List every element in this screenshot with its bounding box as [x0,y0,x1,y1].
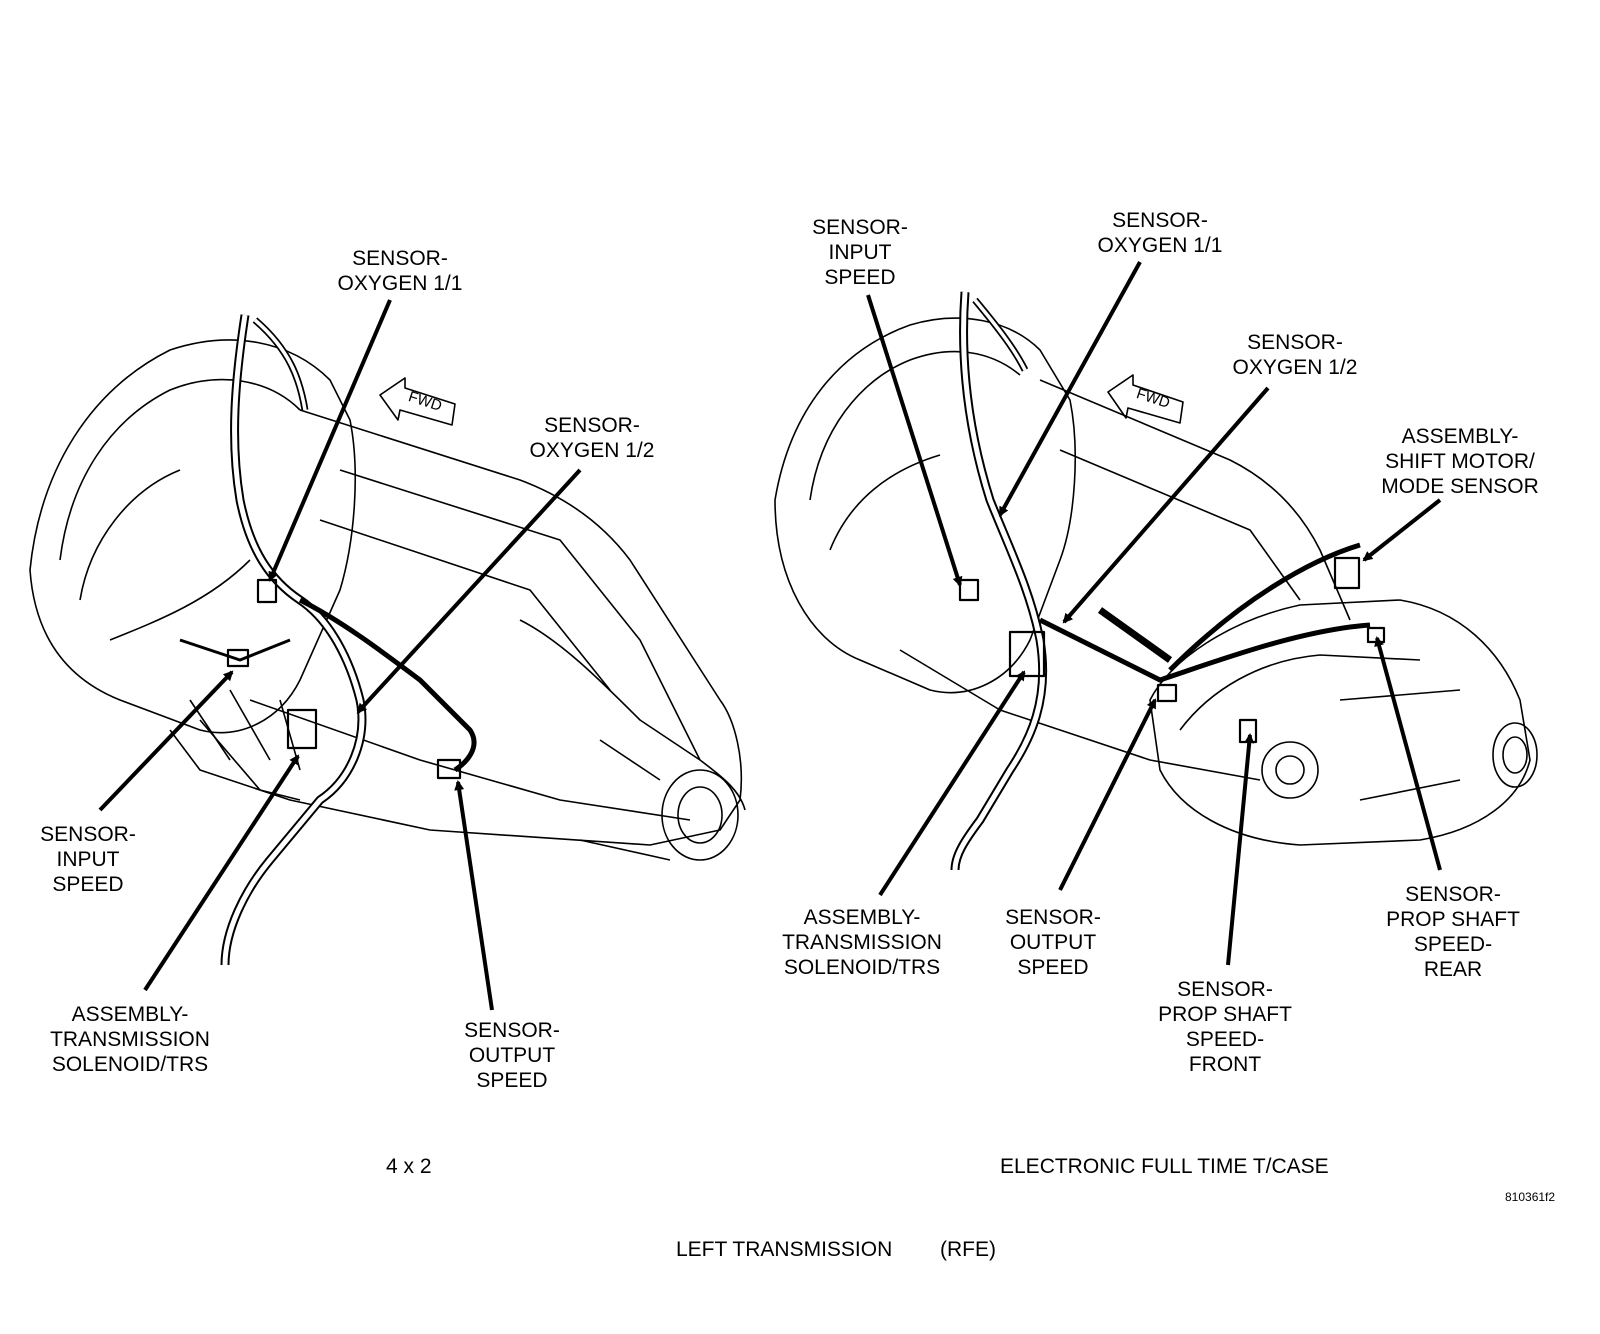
label-line: PROP SHAFT [1386,908,1520,931]
label-line: SENSOR- [464,1019,560,1042]
label-line: SOLENOID/TRS [783,956,941,979]
label-line: SPEED [476,1069,548,1092]
label-right-sensor-oxygen-1-1: SENSOR- OXYGEN 1/1 [1090,208,1230,258]
label-line: SOLENOID/TRS [51,1053,209,1076]
left-transmission-drawing [29,314,746,966]
label-line: ASSEMBLY- [803,906,921,929]
label-left-assembly-transmission-solenoid: ASSEMBLY- TRANSMISSION SOLENOID/TRS [40,1002,220,1077]
label-line: OUTPUT [1009,931,1097,954]
label-line: ASSEMBLY- [71,1003,189,1026]
label-right-sensor-prop-shaft-front: SENSOR- PROP SHAFT SPEED- FRONT [1150,977,1300,1077]
label-left-sensor-output-speed: SENSOR- OUTPUT SPEED [442,1018,582,1093]
label-line: TRANSMISSION [782,931,942,954]
label-line: OUTPUT [468,1044,556,1067]
caption-left-4x2: 4 x 2 [386,1155,432,1178]
label-line: ASSEMBLY- [1401,425,1519,448]
right-transmission-drawing [774,291,1538,871]
label-line: MODE SENSOR [1381,475,1539,498]
label-line: OXYGEN 1/1 [1097,234,1223,257]
label-left-sensor-input-speed: SENSOR- INPUT SPEED [18,822,158,897]
figure-number: 810361f2 [1505,1190,1556,1204]
caption-right-full-time-tcase: ELECTRONIC FULL TIME T/CASE [1000,1155,1329,1178]
label-line: SENSOR- [1005,906,1101,929]
label-line: SPEED- [1413,933,1493,956]
label-line: FRONT [1188,1053,1262,1076]
label-right-assembly-shift-motor: ASSEMBLY- SHIFT MOTOR/ MODE SENSOR [1370,424,1550,499]
label-line: OXYGEN 1/1 [337,272,463,295]
label-line: SENSOR- [812,216,908,239]
label-line: SENSOR- [352,247,448,270]
label-line: OXYGEN 1/2 [1232,356,1358,379]
label-line: SENSOR- [40,823,136,846]
label-right-sensor-output-speed: SENSOR- OUTPUT SPEED [983,905,1123,980]
label-right-assembly-transmission-solenoid: ASSEMBLY- TRANSMISSION SOLENOID/TRS [772,905,952,980]
label-right-sensor-prop-shaft-rear: SENSOR- PROP SHAFT SPEED- REAR [1378,882,1528,982]
label-right-sensor-input-speed: SENSOR- INPUT SPEED [790,215,930,290]
label-right-sensor-oxygen-1-2: SENSOR- OXYGEN 1/2 [1225,330,1365,380]
label-line: SPEED [52,873,124,896]
label-line: SENSOR- [1405,883,1501,906]
page-subtitle: (RFE) [940,1238,996,1261]
label-line: SENSOR- [544,414,640,437]
label-line: TRANSMISSION [50,1028,210,1051]
page-title: LEFT TRANSMISSION [676,1238,893,1261]
label-line: SHIFT MOTOR/ [1385,450,1535,473]
label-line: SENSOR- [1177,978,1273,1001]
label-line: REAR [1423,958,1483,981]
label-line: SPEED [824,266,896,289]
label-line: SENSOR- [1247,331,1343,354]
label-left-sensor-oxygen-1-1: SENSOR- OXYGEN 1/1 [330,246,470,296]
label-left-sensor-oxygen-1-2: SENSOR- OXYGEN 1/2 [522,413,662,463]
right-leader-lines [866,261,1442,966]
label-line: INPUT [56,848,120,871]
label-line: SENSOR- [1112,209,1208,232]
label-line: SPEED [1017,956,1089,979]
left-leader-lines [98,299,582,1011]
label-line: SPEED- [1185,1028,1265,1051]
label-line: OXYGEN 1/2 [529,439,655,462]
label-line: INPUT [828,241,892,264]
label-line: PROP SHAFT [1158,1003,1292,1026]
